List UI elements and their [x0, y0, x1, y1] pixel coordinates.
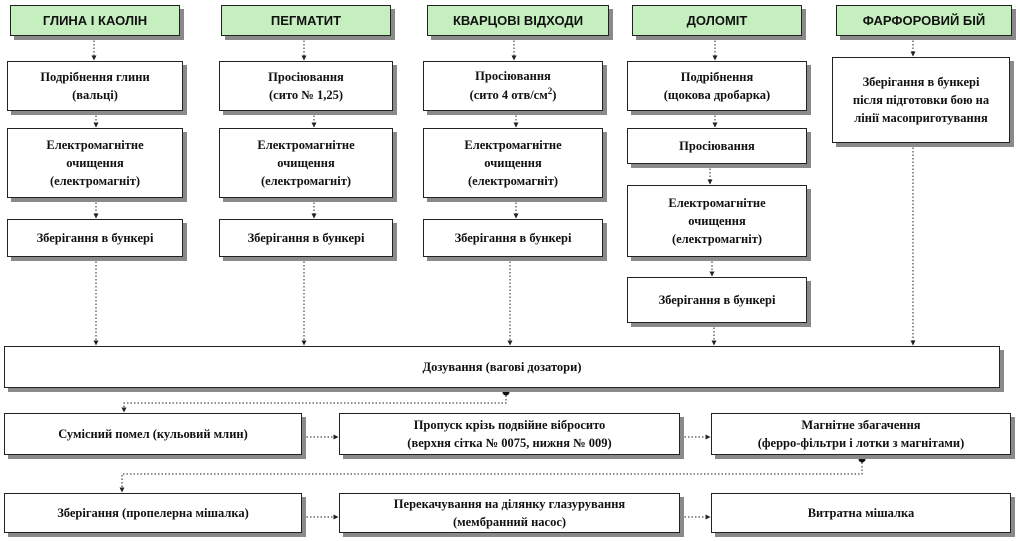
quartz-sieving-line2: (сито 4 отв/см2) — [470, 85, 557, 104]
header-quartz-waste: КВАРЦОВІ ВІДХОДИ — [427, 5, 609, 36]
pumping-line2: (мембранний насос) — [452, 515, 567, 529]
pegmatite-storage-box: Зберігання в бункері — [219, 219, 393, 257]
pegmatite-magnetic-line2: очищення — [277, 155, 335, 170]
joint-grinding-label: Сумісний помел (кульовий млин) — [58, 426, 248, 441]
clay-magnetic-line3: (електромагніт) — [49, 174, 141, 189]
vibrating-sieve-line1: Пропуск крізь подвійне вібросито — [413, 417, 606, 432]
header-pegmatite-label: ПЕГМАТИТ — [270, 13, 342, 28]
pegmatite-storage-label: Зберігання в бункері — [247, 230, 365, 245]
porcelain-storage-line2: після підготовки бою на — [852, 92, 990, 107]
joint-grinding-box: Сумісний помел (кульовий млин) — [4, 413, 302, 455]
clay-storage-label: Зберігання в бункері — [36, 230, 154, 245]
dolomite-magnetic-cleaning-box: Електромагнітне очищення (електромагніт) — [627, 185, 807, 257]
porcelain-storage-box: Зберігання в бункері після підготовки бо… — [832, 57, 1010, 143]
junction-dot-magnetic — [858, 455, 866, 463]
quartz-sieving-mesh: (сито 4 отв/см — [469, 88, 548, 103]
dolomite-magnetic-line3: (електромагніт) — [671, 232, 763, 247]
pumping-box: Перекачування на ділянку глазурування (м… — [339, 493, 680, 533]
clay-crushing-line1: Подрібнення глини — [40, 69, 150, 84]
quartz-sieving-box: Просіювання (сито 4 отв/см2) — [423, 61, 603, 111]
clay-crushing-line2: (вальці) — [72, 88, 118, 102]
clay-magnetic-line2: очищення — [66, 155, 124, 170]
quartz-sieving-superscript: 2 — [547, 86, 553, 97]
propeller-mixer-storage-label: Зберігання (пропелерна мішалка) — [57, 505, 249, 520]
dolomite-sieving-label: Просіювання — [679, 138, 755, 153]
vibrating-sieve-box: Пропуск крізь подвійне вібросито (верхня… — [339, 413, 680, 455]
quartz-magnetic-cleaning-box: Електромагнітне очищення (електромагніт) — [423, 128, 603, 198]
consumable-mixer-label: Витратна мішалка — [807, 505, 915, 520]
quartz-magnetic-line1: Електромагнітне — [464, 137, 562, 152]
header-porcelain-scrap: ФАРФОРОВИЙ БІЙ — [836, 5, 1012, 36]
header-pegmatite: ПЕГМАТИТ — [221, 5, 391, 36]
magnetic-enrichment-line2: (ферро-фільтри і лотки з магнітами) — [757, 436, 965, 450]
dolomite-storage-box: Зберігання в бункері — [627, 277, 807, 323]
magnetic-enrichment-line1: Магнітне збагачення — [801, 417, 921, 432]
header-quartz-waste-label: КВАРЦОВІ ВІДХОДИ — [452, 13, 584, 28]
pegmatite-magnetic-cleaning-box: Електромагнітне очищення (електромагніт) — [219, 128, 393, 198]
arrow-dosing-to-grinding — [121, 392, 507, 413]
header-porcelain-scrap-label: ФАРФОРОВИЙ БІЙ — [862, 13, 986, 28]
header-clay-kaolin-label: ГЛИНА І КАОЛІН — [42, 13, 148, 28]
junction-dot-dosing — [502, 388, 510, 396]
pegmatite-magnetic-line3: (електромагніт) — [260, 174, 352, 189]
clay-magnetic-cleaning-box: Електромагнітне очищення (електромагніт) — [7, 128, 183, 198]
pegmatite-sieving-box: Просіювання (сито № 1,25) — [219, 61, 393, 111]
dolomite-magnetic-line1: Електромагнітне — [668, 195, 766, 210]
clay-crushing-box: Подрібнення глини (вальці) — [7, 61, 183, 111]
header-clay-kaolin: ГЛИНА І КАОЛІН — [10, 5, 180, 36]
quartz-magnetic-line3: (електромагніт) — [467, 174, 559, 189]
pumping-line1: Перекачування на ділянку глазурування — [393, 496, 626, 511]
quartz-magnetic-line2: очищення — [484, 155, 542, 170]
dosing-label: Дозування (вагові дозатори) — [422, 359, 582, 374]
dolomite-sieving-box: Просіювання — [627, 128, 807, 164]
quartz-sieving-close: ) — [552, 88, 557, 103]
porcelain-storage-line1: Зберігання в бункері — [862, 74, 980, 89]
consumable-mixer-box: Витратна мішалка — [711, 493, 1011, 533]
dolomite-magnetic-line2: очищення — [688, 213, 746, 228]
pegmatite-magnetic-line1: Електромагнітне — [257, 137, 355, 152]
quartz-storage-box: Зберігання в бункері — [423, 219, 603, 257]
dolomite-crushing-line2: (щокова дробарка) — [663, 88, 771, 102]
pegmatite-sieving-line1: Просіювання — [268, 69, 344, 84]
magnetic-enrichment-box: Магнітне збагачення (ферро-фільтри і лот… — [711, 413, 1011, 455]
porcelain-storage-line3: лінії масоприготування — [854, 111, 988, 126]
clay-storage-box: Зберігання в бункері — [7, 219, 183, 257]
pegmatite-sieving-line2: (сито № 1,25) — [269, 88, 343, 102]
dolomite-crushing-line1: Подрібнення — [680, 69, 754, 84]
quartz-sieving-line1: Просіювання — [475, 69, 551, 84]
vibrating-sieve-line2: (верхня сітка № 0075, нижня № 009) — [407, 436, 612, 450]
dosing-box: Дозування (вагові дозатори) — [4, 346, 1000, 388]
propeller-mixer-storage-box: Зберігання (пропелерна мішалка) — [4, 493, 302, 533]
dolomite-storage-label: Зберігання в бункері — [658, 292, 776, 307]
arrow-magnetic-to-storage — [119, 459, 863, 493]
dolomite-crushing-box: Подрібнення (щокова дробарка) — [627, 61, 807, 111]
header-dolomite-label: ДОЛОМІТ — [686, 13, 748, 28]
header-dolomite: ДОЛОМІТ — [632, 5, 802, 36]
clay-magnetic-line1: Електромагнітне — [46, 137, 144, 152]
quartz-storage-label: Зберігання в бункері — [454, 230, 572, 245]
